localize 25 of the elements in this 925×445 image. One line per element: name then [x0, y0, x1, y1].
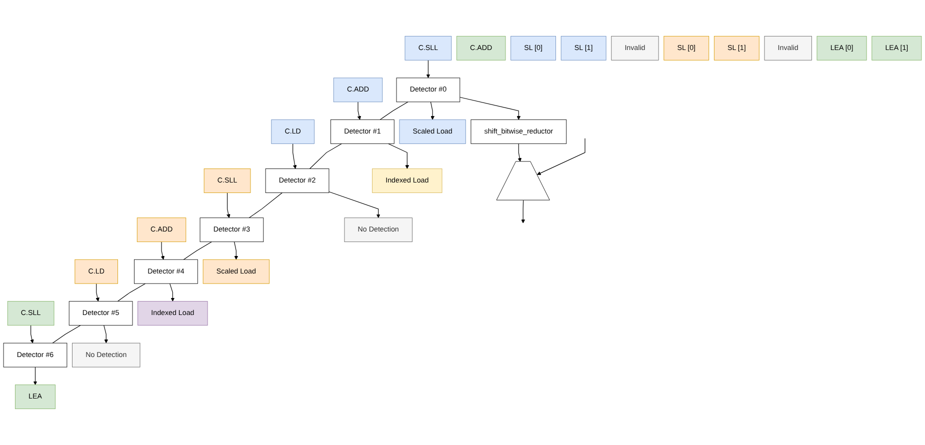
- arrow: [357, 102, 362, 120]
- arrow: [292, 143, 297, 169]
- arrow: [521, 200, 526, 224]
- connector: [380, 102, 408, 120]
- arrow: [426, 60, 430, 78]
- node-trapezoid: [496, 161, 550, 200]
- arrow: [226, 192, 230, 218]
- arrow: [160, 242, 165, 260]
- arrow: [104, 325, 108, 344]
- arrow: [33, 366, 38, 385]
- arrow: [536, 138, 586, 175]
- connector: [248, 192, 282, 218]
- arrow: [30, 325, 34, 344]
- connector: [309, 143, 342, 170]
- arrow: [328, 191, 380, 218]
- arrow: [518, 143, 522, 162]
- arrow: [170, 283, 175, 302]
- connector: [183, 242, 212, 260]
- arrow: [430, 102, 434, 120]
- connector: [117, 283, 146, 302]
- arrow: [96, 283, 100, 302]
- arrow: [388, 143, 410, 169]
- connector: [52, 325, 81, 344]
- arrow: [460, 96, 521, 120]
- arrow: [234, 242, 238, 260]
